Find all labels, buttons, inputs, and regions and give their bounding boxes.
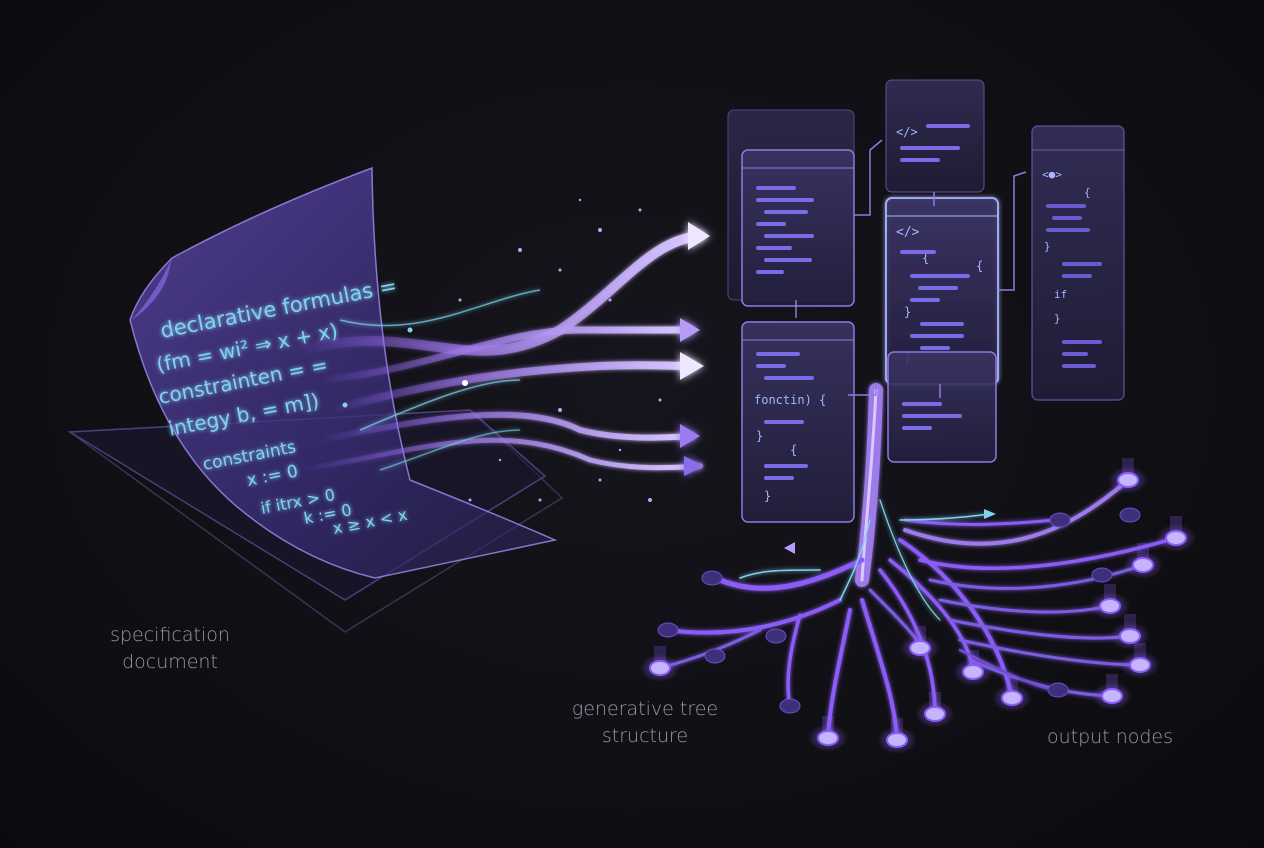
code-brace: { bbox=[1084, 186, 1091, 199]
code-brace: { bbox=[790, 443, 797, 457]
output-node bbox=[1117, 472, 1139, 488]
code-brace: { bbox=[922, 251, 929, 265]
code-function-label: fonctin) { bbox=[754, 393, 826, 407]
output-node bbox=[817, 730, 839, 746]
code-brace: } bbox=[904, 305, 911, 319]
output-node bbox=[1129, 657, 1151, 673]
specification-document-caption: specification document bbox=[80, 622, 260, 676]
code-panel-d: </> { { } } bbox=[885, 197, 999, 385]
output-node bbox=[962, 664, 984, 680]
code-brace: } bbox=[1044, 240, 1051, 253]
output-node bbox=[1119, 507, 1141, 523]
code-if-keyword: if bbox=[1054, 288, 1067, 301]
caption-line: output nodes bbox=[1046, 726, 1174, 748]
output-node bbox=[765, 628, 787, 644]
particles bbox=[342, 198, 662, 502]
caption-line: structure bbox=[601, 725, 689, 747]
caption-line: specification bbox=[110, 624, 230, 646]
specification-document: declarative formulas = (fm = wi² ⇒ x + x… bbox=[129, 166, 558, 579]
stream-arrowheads bbox=[680, 222, 710, 476]
output-node bbox=[657, 622, 679, 638]
code-panel-b: fonctin) { } { } bbox=[741, 321, 855, 523]
code-tag-icon: </> bbox=[896, 225, 920, 240]
output-node bbox=[1047, 682, 1069, 698]
output-node bbox=[779, 698, 801, 714]
code-tag-icon: </> bbox=[896, 125, 918, 139]
data-streams bbox=[295, 231, 705, 473]
output-node bbox=[704, 648, 726, 664]
output-node bbox=[924, 706, 946, 722]
code-brace: } bbox=[756, 429, 763, 443]
caption-line: document bbox=[122, 651, 218, 673]
code-tag-icon: <●> bbox=[1042, 168, 1062, 181]
code-brace: } bbox=[764, 489, 771, 503]
arrow-icon bbox=[984, 509, 996, 519]
output-node bbox=[1165, 530, 1187, 546]
output-node bbox=[909, 640, 931, 656]
caption-line: generative tree bbox=[571, 698, 719, 720]
output-node bbox=[1132, 557, 1154, 573]
code-panels: fonctin) { } { } </> </> { { } } bbox=[727, 79, 1125, 523]
output-node bbox=[1119, 628, 1141, 644]
arrow-icon bbox=[688, 222, 710, 250]
code-brace: } bbox=[1054, 312, 1061, 325]
arrow-icon bbox=[680, 318, 700, 342]
output-node bbox=[1049, 512, 1071, 528]
output-nodes bbox=[640, 458, 1196, 754]
generative-tree-caption: generative tree structure bbox=[540, 696, 750, 750]
arrow-icon bbox=[680, 424, 700, 448]
code-panel-f: <●> { } if } bbox=[1031, 125, 1125, 401]
output-node bbox=[701, 570, 723, 586]
code-panel-e bbox=[887, 351, 997, 463]
code-panel-a bbox=[727, 109, 855, 307]
code-brace: { bbox=[976, 259, 983, 273]
output-node bbox=[649, 660, 671, 676]
output-node bbox=[1099, 598, 1121, 614]
arrow-icon bbox=[680, 352, 704, 380]
output-node bbox=[1091, 567, 1113, 583]
output-nodes-caption: output nodes bbox=[1025, 724, 1195, 751]
output-node bbox=[886, 732, 908, 748]
code-panel-c: </> bbox=[885, 79, 985, 193]
output-node bbox=[1101, 688, 1123, 704]
arrow-icon bbox=[784, 542, 795, 554]
output-node bbox=[1001, 690, 1023, 706]
arrow-icon bbox=[684, 456, 704, 476]
